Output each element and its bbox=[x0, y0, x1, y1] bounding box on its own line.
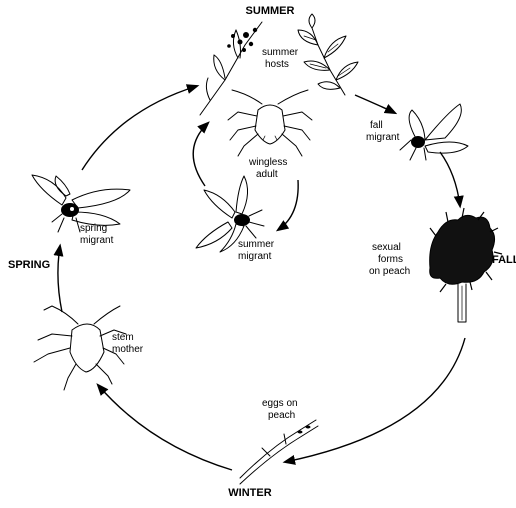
label-summer-hosts-2: hosts bbox=[265, 59, 289, 70]
arrow-summer-migrant-to-hosts bbox=[193, 123, 208, 186]
arrow-adult-to-summer-migrant bbox=[278, 180, 298, 230]
label-stem-mother-2: mother bbox=[112, 344, 144, 355]
label-eggs-on-peach-1: eggs on bbox=[262, 398, 298, 409]
season-label-summer: SUMMER bbox=[246, 5, 295, 17]
arrow-winter-to-stem-mother bbox=[98, 385, 232, 470]
peach-twig-with-eggs-illustration bbox=[240, 420, 318, 484]
label-spring-migrant-2: migrant bbox=[80, 235, 114, 246]
label-wingless-1: wingless bbox=[248, 157, 287, 168]
label-sexual-forms-1: sexual bbox=[372, 242, 401, 253]
label-eggs-on-peach-2: peach bbox=[268, 410, 295, 421]
label-summer-migrant-1: summer bbox=[238, 239, 275, 250]
arrow-spring-migrant-to-summer bbox=[82, 86, 197, 170]
arrow-fall-to-winter bbox=[285, 338, 465, 462]
label-sexual-forms-3: on peach bbox=[369, 266, 410, 277]
season-label-fall: FALL bbox=[492, 254, 516, 266]
label-sexual-forms-2: forms bbox=[378, 254, 403, 265]
wingless-adult-aphid-illustration bbox=[228, 90, 312, 156]
label-spring-migrant-1: spring bbox=[80, 223, 107, 234]
arrow-summer-to-fall-migrant bbox=[355, 95, 395, 113]
peach-tree-illustration bbox=[430, 208, 502, 322]
season-label-winter: WINTER bbox=[228, 487, 271, 499]
label-summer-hosts-1: summer bbox=[262, 47, 299, 58]
label-stem-mother-1: stem bbox=[112, 332, 134, 343]
label-fall-migrant-1: fall bbox=[370, 120, 383, 131]
season-label-spring: SPRING bbox=[8, 259, 50, 271]
fall-migrant-aphid-illustration bbox=[400, 104, 468, 160]
label-wingless-2: adult bbox=[256, 169, 278, 180]
label-summer-migrant-2: migrant bbox=[238, 251, 272, 262]
arrow-fall-migrant-to-fall bbox=[440, 152, 460, 206]
label-fall-migrant-2: migrant bbox=[366, 132, 400, 143]
arrow-stem-mother-to-spring bbox=[58, 246, 62, 312]
